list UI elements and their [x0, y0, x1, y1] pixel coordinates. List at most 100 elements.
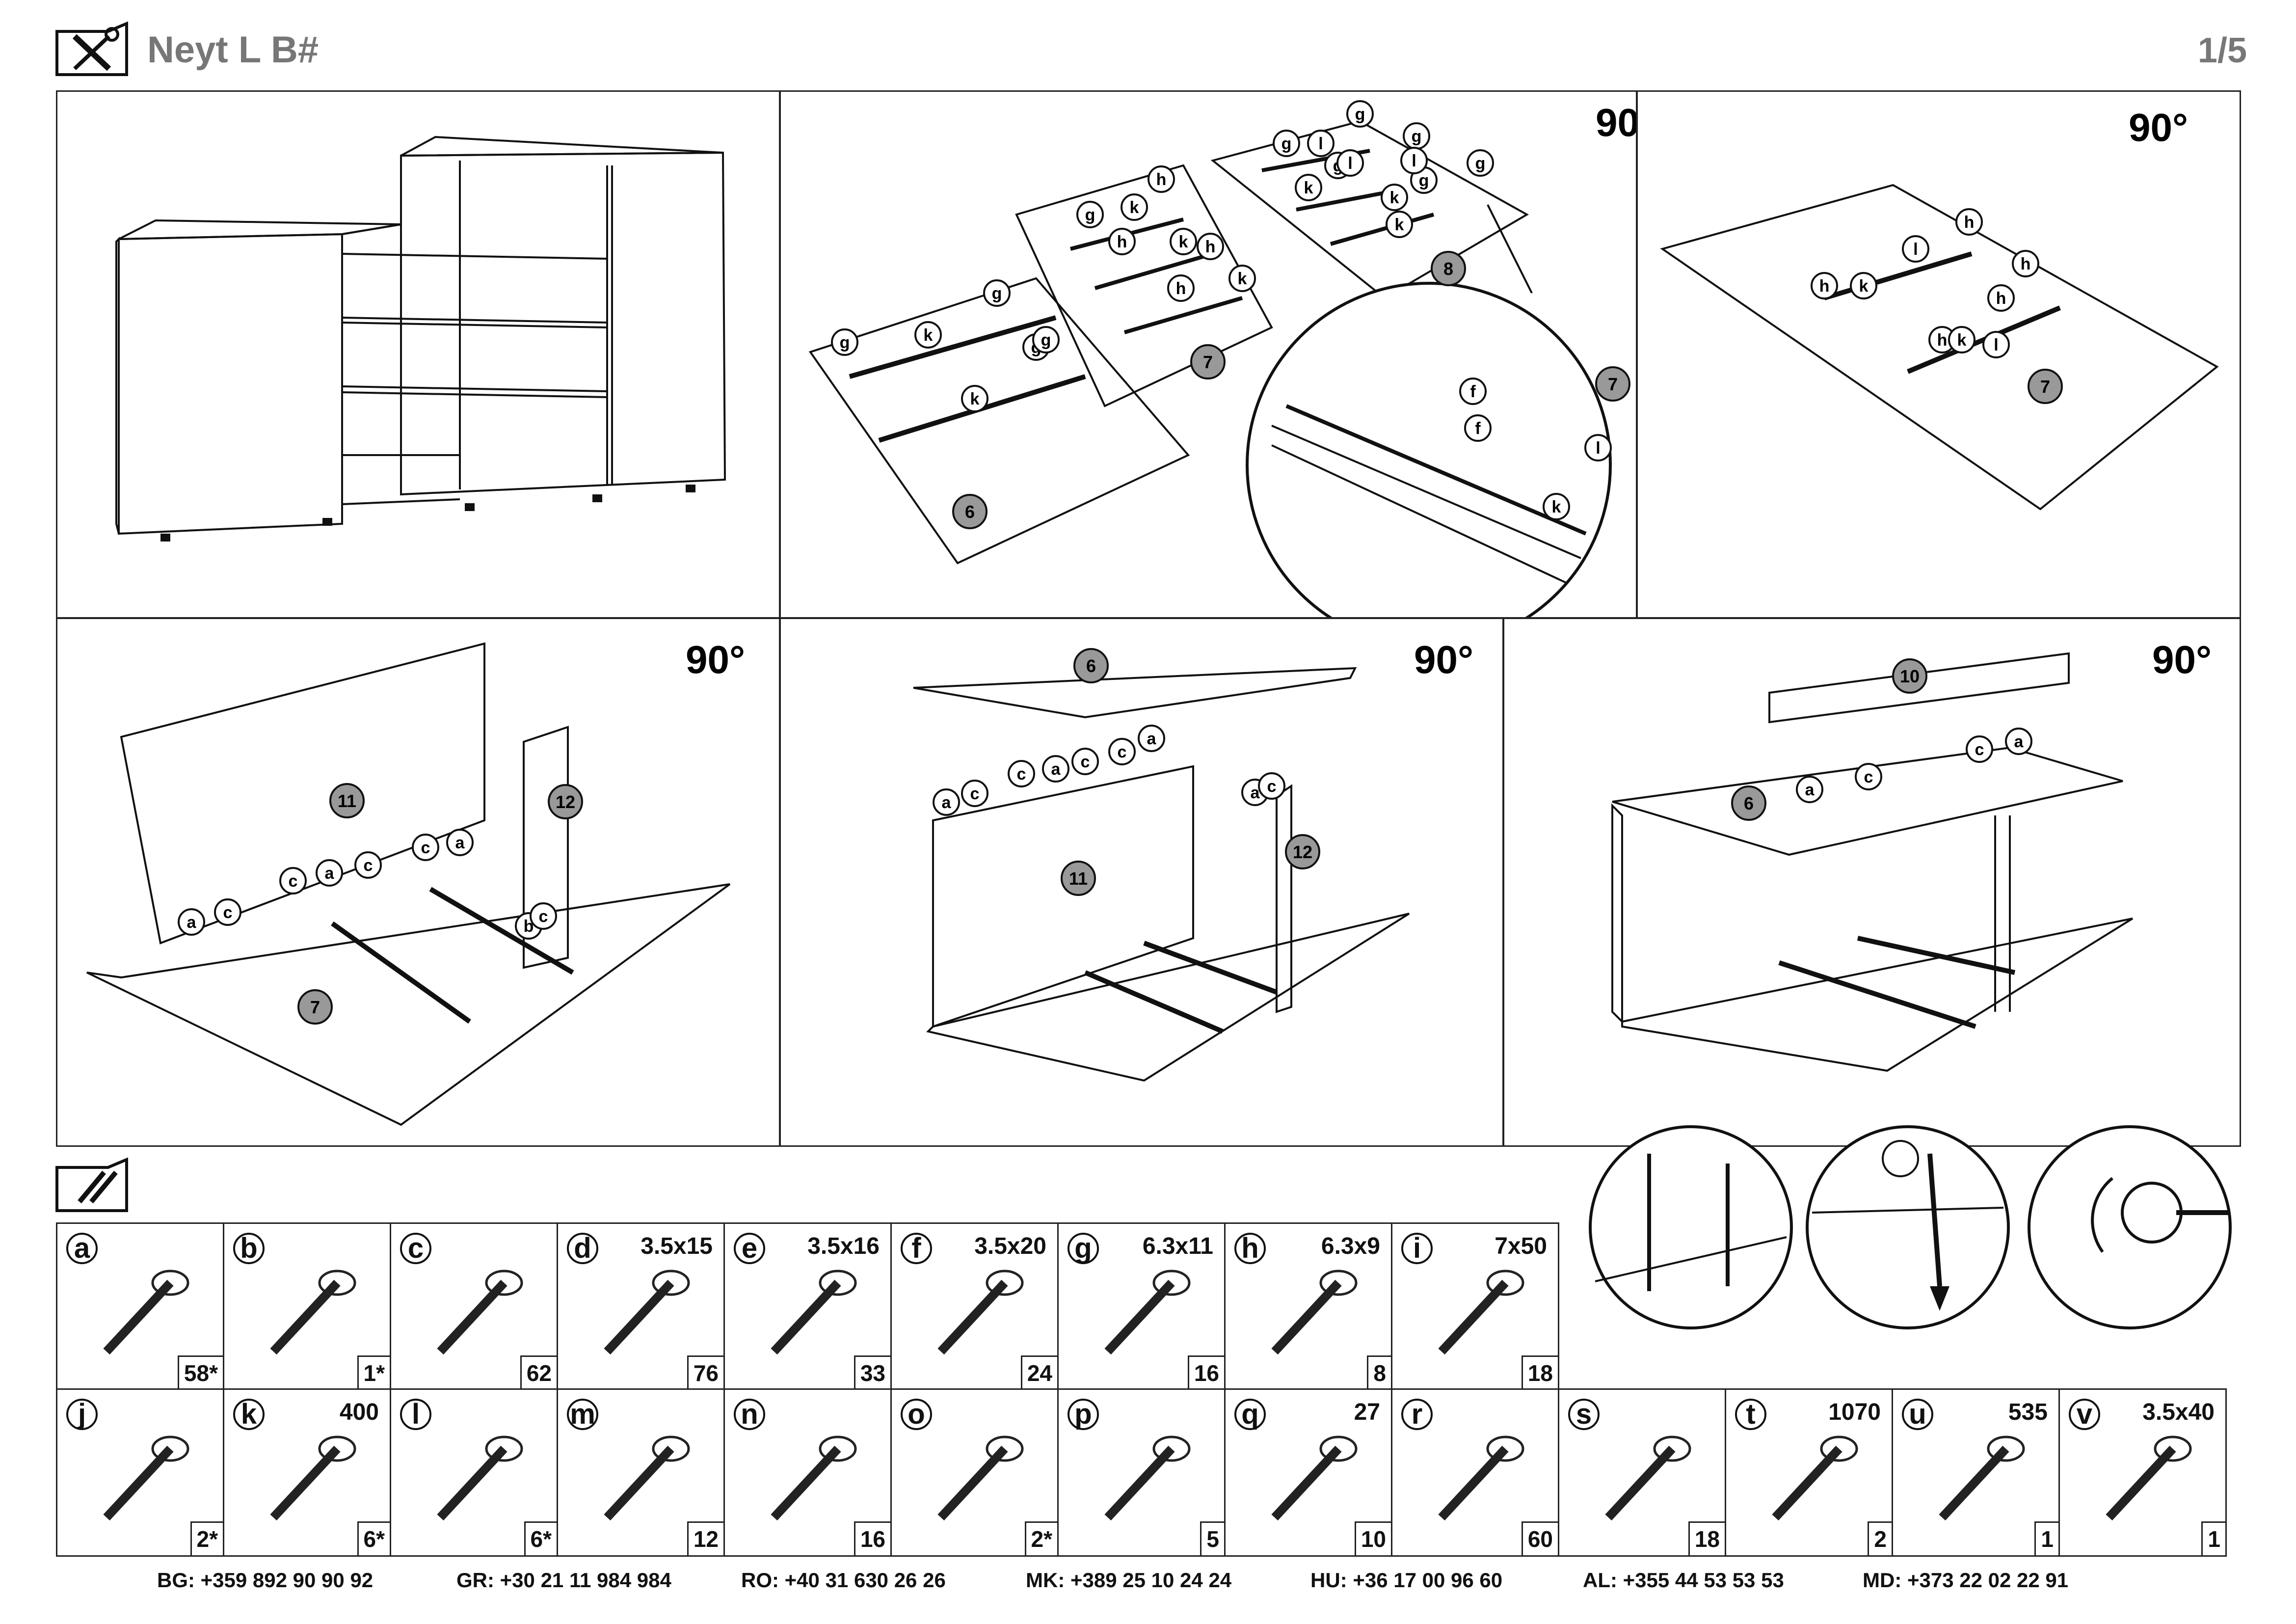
hardware-list-icon [55, 1157, 129, 1213]
hardware-callout: l [1307, 130, 1335, 157]
hardware-quantity: 2 [1868, 1521, 1892, 1555]
page-title: Neyt L B# [147, 29, 319, 71]
hardware-callout: c [1966, 735, 1993, 763]
hardware-size: 3.5x16 [807, 1233, 880, 1259]
rotate-label: 90° [1596, 101, 1637, 144]
detail-dowel-insert [1797, 1124, 2018, 1330]
hardware-callout: a [1138, 725, 1165, 752]
hardware-callout: h [1148, 165, 1175, 193]
hardware-quantity: 1* [357, 1355, 390, 1389]
svg-text:f: f [1470, 382, 1476, 401]
hardware-callout: g [1076, 201, 1104, 228]
hardware-callout: k [914, 321, 942, 349]
svg-text:h: h [1819, 277, 1830, 296]
svg-text:10: 10 [1900, 666, 1920, 686]
svg-text:6: 6 [965, 502, 975, 522]
hardware-callout: c [1258, 772, 1285, 800]
hardware-callout: c [1071, 748, 1099, 775]
svg-text:g: g [840, 333, 850, 352]
hardware-letter: s [1568, 1399, 1600, 1430]
hardware-callout: h [1108, 228, 1136, 255]
svg-text:c: c [970, 785, 980, 803]
svg-text:11: 11 [1069, 868, 1088, 889]
svg-text:a: a [187, 913, 197, 932]
part-number-callout: 6 [1731, 785, 1766, 821]
part-number-callout: 8 [1431, 251, 1466, 286]
hardware-callout: g [1273, 130, 1300, 157]
svg-text:a: a [2014, 732, 2024, 751]
hardware-part-j-icon [103, 1435, 189, 1521]
hardware-callout: g [1346, 100, 1374, 128]
svg-text:l: l [1412, 152, 1416, 170]
hardware-letter: v [2069, 1399, 2100, 1430]
hardware-part-i-icon [1438, 1270, 1524, 1355]
hardware-callout: g [831, 328, 858, 356]
hardware-letter: p [1068, 1399, 1099, 1430]
hardware-callout: k [1295, 174, 1322, 201]
part-number-callout: 7 [1595, 366, 1630, 402]
hardware-callout: k [1170, 228, 1197, 255]
hardware-callout: g [1467, 149, 1494, 177]
svg-text:a: a [1147, 730, 1157, 748]
hardware-callout: h [2012, 250, 2039, 277]
hardware-quantity: 10 [1354, 1521, 1391, 1555]
hardware-letter: t [1735, 1399, 1766, 1430]
svg-text:h: h [2021, 255, 2031, 273]
hardware-quantity: 24 [1020, 1355, 1057, 1389]
hardware-callout: g [1032, 326, 1060, 353]
hardware-callout: k [1121, 193, 1148, 221]
svg-text:c: c [1267, 777, 1277, 796]
hardware-callout: a [316, 859, 343, 887]
svg-text:c: c [1081, 753, 1090, 771]
hardware-part-u-icon [1939, 1435, 2025, 1521]
hardware-size: 3.5x15 [641, 1233, 713, 1259]
part-number-callout: 7 [2028, 369, 2063, 404]
svg-text:g: g [1041, 331, 1051, 350]
hardware-letter: u [1902, 1399, 1933, 1430]
svg-text:k: k [924, 326, 933, 345]
svg-text:l: l [1596, 439, 1600, 458]
svg-text:h: h [1937, 331, 1948, 350]
hardware-part-s-icon [1605, 1435, 1691, 1521]
svg-text:k: k [1395, 216, 1404, 234]
svg-text:f: f [1475, 419, 1481, 438]
hardware-part-p-icon [1104, 1435, 1191, 1521]
svg-text:8: 8 [1443, 259, 1453, 279]
hardware-letter: q [1234, 1399, 1266, 1430]
hardware-letter: l [400, 1399, 431, 1430]
contact-country: BG: [157, 1569, 201, 1592]
svg-text:11: 11 [338, 791, 356, 811]
svg-text:g: g [1412, 127, 1422, 146]
hardware-callout: a [2005, 728, 2032, 755]
hardware-quantity: 12 [687, 1521, 723, 1555]
hardware-callout: g [983, 279, 1011, 307]
part-number-callout: 12 [548, 784, 583, 819]
svg-text:k: k [1130, 198, 1139, 217]
hardware-letter: g [1068, 1233, 1099, 1264]
hardware-callout: c [1008, 760, 1035, 787]
part-number-callout: 11 [329, 783, 365, 818]
hardware-part-o-icon [937, 1435, 1024, 1521]
hardware-callout: a [1796, 776, 1823, 803]
hardware-callout: h [1167, 274, 1195, 302]
contact-6: MD: +373 22 02 22 91 [1863, 1569, 2068, 1592]
hardware-callout: k [1381, 184, 1408, 211]
hardware-size: 3.5x40 [2142, 1399, 2215, 1425]
hardware-quantity: 60 [1521, 1521, 1558, 1555]
contact-country: HU: [1310, 1569, 1353, 1592]
hardware-size: 7x50 [1495, 1233, 1547, 1259]
hardware-callout: c [1108, 738, 1136, 765]
hardware-part-v-icon [2106, 1435, 2192, 1521]
part-number-callout: 10 [1892, 658, 1927, 694]
